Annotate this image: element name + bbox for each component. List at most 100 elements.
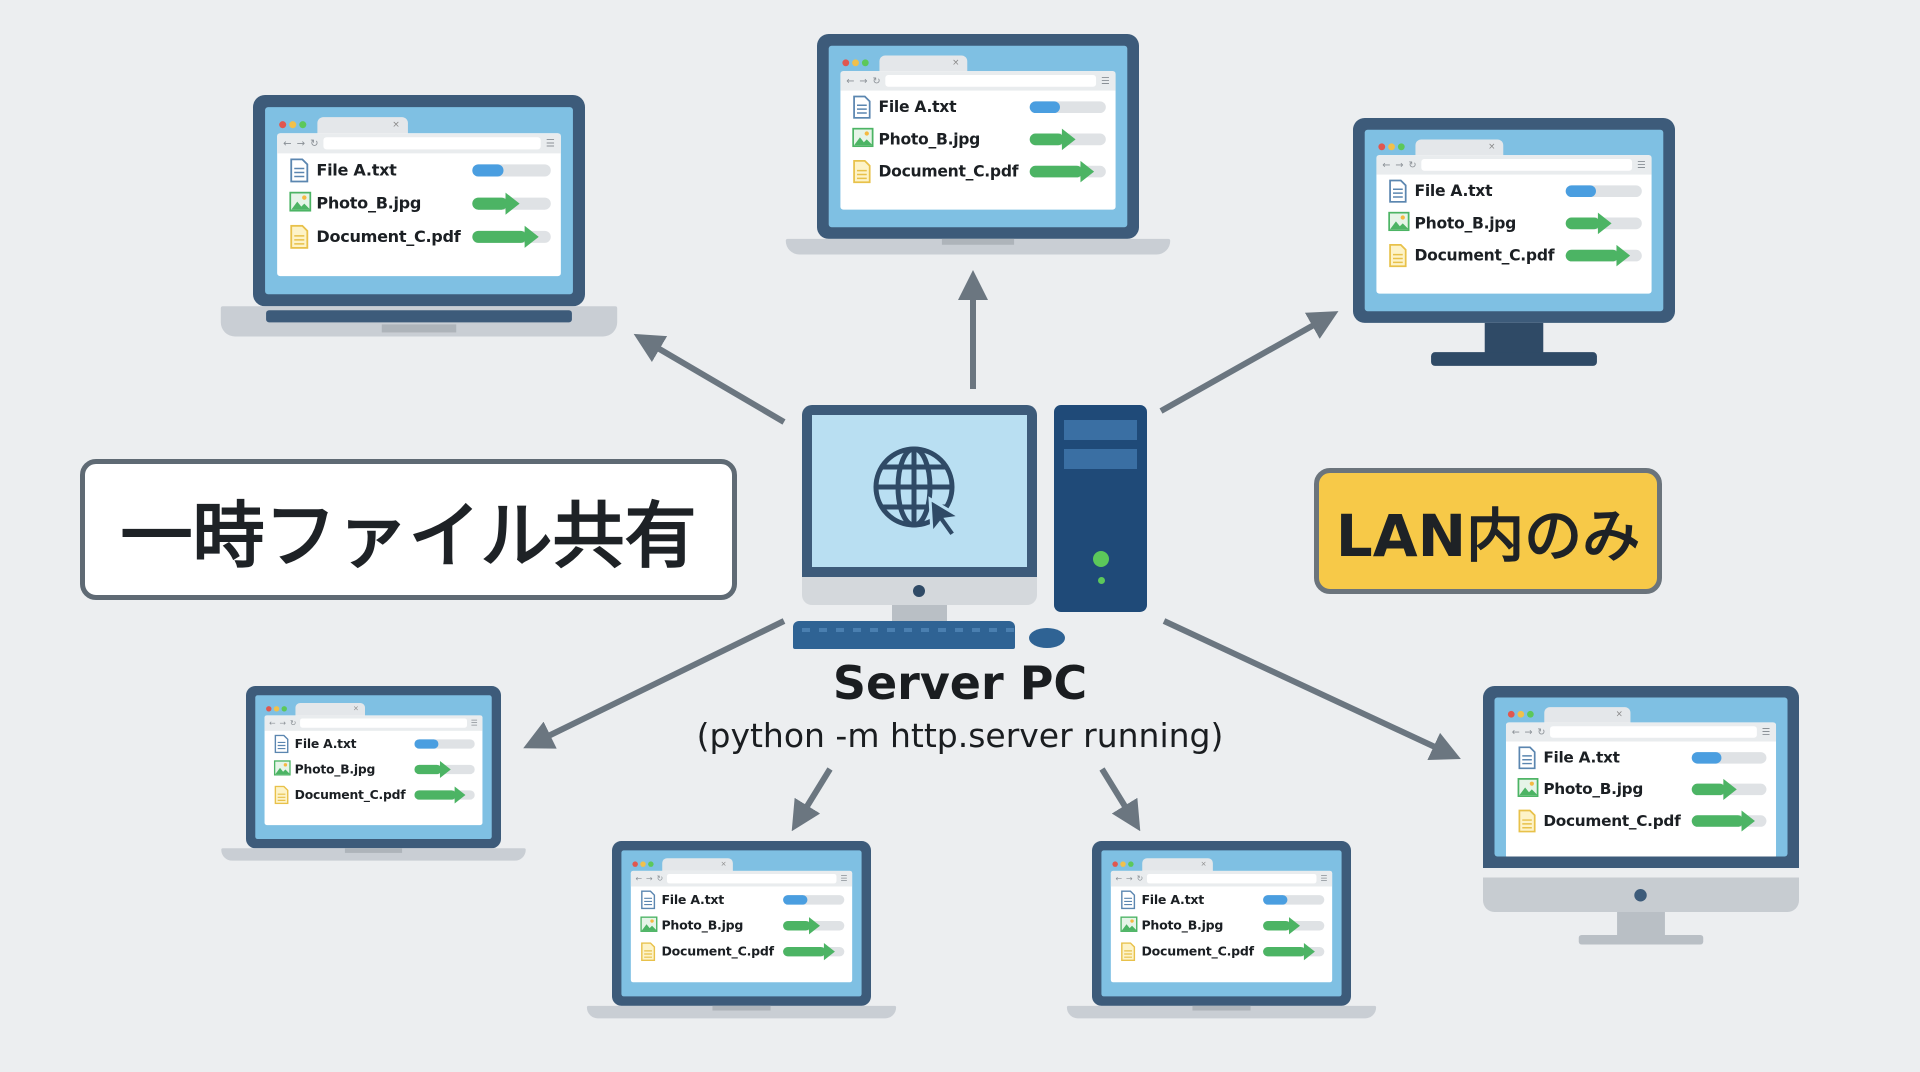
download-progress bbox=[1565, 212, 1642, 234]
file-row[interactable]: Photo_B.jpg bbox=[277, 187, 561, 220]
forward-icon[interactable]: → bbox=[1395, 159, 1404, 171]
scope-badge-text: LAN内のみ bbox=[1335, 502, 1641, 570]
browser-tab[interactable]: × bbox=[1544, 707, 1631, 725]
address-bar[interactable] bbox=[1550, 726, 1757, 738]
browser-tab[interactable]: × bbox=[295, 703, 365, 717]
file-row[interactable]: File A.txt bbox=[265, 731, 483, 757]
back-icon[interactable]: ← bbox=[1382, 159, 1391, 171]
address-bar[interactable] bbox=[300, 718, 468, 728]
laptop-base bbox=[221, 848, 526, 861]
browser-tab[interactable]: × bbox=[879, 55, 968, 74]
reload-icon[interactable]: ↻ bbox=[656, 874, 664, 883]
reload-icon[interactable]: ↻ bbox=[872, 75, 881, 87]
file-name: Document_C.pdf bbox=[1543, 811, 1681, 830]
file-row[interactable]: File A.txt bbox=[277, 153, 561, 186]
forward-icon[interactable]: → bbox=[279, 718, 287, 728]
close-tab-icon[interactable]: × bbox=[1615, 709, 1623, 720]
forward-icon[interactable]: → bbox=[859, 75, 868, 87]
browser-tab[interactable]: × bbox=[317, 117, 408, 136]
reload-icon[interactable]: ↻ bbox=[1537, 726, 1546, 738]
back-icon[interactable]: ← bbox=[635, 874, 643, 883]
file-row[interactable]: Document_C.pdf bbox=[1506, 805, 1776, 837]
file-name: Photo_B.jpg bbox=[1141, 917, 1224, 933]
close-tab-icon[interactable]: × bbox=[952, 58, 960, 69]
forward-icon[interactable]: → bbox=[1126, 874, 1133, 883]
image-file-icon bbox=[273, 759, 291, 779]
menu-icon[interactable]: ☰ bbox=[840, 874, 848, 883]
document-file-icon bbox=[1120, 941, 1136, 961]
close-tab-icon[interactable]: × bbox=[352, 705, 359, 714]
file-row[interactable]: File A.txt bbox=[1111, 887, 1332, 913]
address-bar[interactable] bbox=[667, 873, 837, 884]
close-tab-icon[interactable]: × bbox=[392, 120, 400, 131]
file-name: File A.txt bbox=[1414, 181, 1493, 200]
address-bar[interactable] bbox=[885, 74, 1097, 87]
download-progress bbox=[472, 192, 551, 215]
reload-icon[interactable]: ↻ bbox=[1136, 874, 1144, 883]
browser-window: ← → ↻ ☰ File A.txt Photo_B.jpg Document_C.p… bbox=[840, 71, 1116, 210]
text-file-icon bbox=[1388, 179, 1408, 203]
download-progress bbox=[1691, 810, 1767, 832]
reload-icon[interactable]: ↻ bbox=[1408, 159, 1417, 171]
file-name: Photo_B.jpg bbox=[294, 761, 376, 777]
file-row[interactable]: Photo_B.jpg bbox=[265, 756, 483, 782]
back-icon[interactable]: ← bbox=[283, 137, 292, 149]
file-name: Document_C.pdf bbox=[1141, 943, 1254, 959]
scope-badge: LAN内のみ bbox=[1314, 468, 1662, 594]
file-row[interactable]: File A.txt bbox=[631, 887, 852, 913]
file-row[interactable]: Photo_B.jpg bbox=[631, 912, 852, 938]
browser-tab[interactable]: × bbox=[1415, 139, 1504, 158]
file-row[interactable]: Document_C.pdf bbox=[1111, 938, 1332, 964]
browser-window: ← → ↻ ☰ File A.txt Photo_B.jpg Document_C.p… bbox=[1376, 155, 1652, 294]
download-progress bbox=[414, 786, 475, 804]
file-row[interactable]: Photo_B.jpg bbox=[1376, 207, 1651, 239]
back-icon[interactable]: ← bbox=[846, 75, 855, 87]
file-name: Document_C.pdf bbox=[316, 226, 461, 246]
back-icon[interactable]: ← bbox=[1511, 726, 1520, 738]
file-row[interactable]: Document_C.pdf bbox=[631, 938, 852, 964]
laptop-base bbox=[586, 1005, 897, 1019]
file-row[interactable]: File A.txt bbox=[840, 91, 1115, 123]
close-tab-icon[interactable]: × bbox=[1200, 860, 1207, 869]
menu-icon[interactable]: ☰ bbox=[1320, 874, 1328, 883]
file-row[interactable]: Document_C.pdf bbox=[1376, 239, 1651, 271]
forward-icon[interactable]: → bbox=[296, 137, 306, 149]
forward-icon[interactable]: → bbox=[1524, 726, 1533, 738]
close-tab-icon[interactable]: × bbox=[1488, 142, 1496, 153]
address-bar[interactable] bbox=[323, 137, 541, 150]
file-row[interactable]: Document_C.pdf bbox=[265, 782, 483, 808]
address-bar[interactable] bbox=[1421, 158, 1633, 171]
download-progress bbox=[472, 225, 551, 248]
browser-tab[interactable]: × bbox=[662, 858, 733, 873]
monitor-stand bbox=[1617, 911, 1665, 937]
file-row[interactable]: Photo_B.jpg bbox=[840, 123, 1115, 155]
address-bar[interactable] bbox=[1147, 873, 1317, 884]
download-progress bbox=[1565, 184, 1642, 197]
download-progress bbox=[1691, 751, 1767, 764]
monitor-stand bbox=[1484, 322, 1544, 357]
menu-icon[interactable]: ☰ bbox=[470, 718, 478, 728]
file-row[interactable]: Photo_B.jpg bbox=[1506, 773, 1776, 805]
browser-tab[interactable]: × bbox=[1142, 858, 1213, 873]
menu-icon[interactable]: ☰ bbox=[1636, 159, 1646, 171]
close-tab-icon[interactable]: × bbox=[720, 860, 727, 869]
menu-icon[interactable]: ☰ bbox=[545, 137, 555, 149]
back-icon[interactable]: ← bbox=[1115, 874, 1123, 883]
laptop-base bbox=[785, 238, 1171, 255]
menu-icon[interactable]: ☰ bbox=[1100, 75, 1110, 87]
file-row[interactable]: Photo_B.jpg bbox=[1111, 912, 1332, 938]
reload-icon[interactable]: ↻ bbox=[310, 137, 319, 149]
file-row[interactable]: File A.txt bbox=[1376, 175, 1651, 207]
menu-icon[interactable]: ☰ bbox=[1761, 726, 1771, 738]
document-file-icon bbox=[640, 941, 656, 961]
download-progress bbox=[783, 894, 845, 905]
file-row[interactable]: Document_C.pdf bbox=[277, 220, 561, 253]
file-row[interactable]: File A.txt bbox=[1506, 742, 1776, 774]
back-icon[interactable]: ← bbox=[269, 718, 276, 728]
browser-window: ←→↻ ☰ File A.txt Photo_B.jpg Document_C.p… bbox=[264, 715, 483, 826]
browser-window: ←→↻ ☰ File A.txt Photo_B.jpg Document_C.p… bbox=[630, 870, 853, 983]
file-row[interactable]: Document_C.pdf bbox=[840, 155, 1115, 187]
forward-icon[interactable]: → bbox=[646, 874, 653, 883]
reload-icon[interactable]: ↻ bbox=[289, 718, 297, 728]
file-name: File A.txt bbox=[1543, 748, 1620, 767]
